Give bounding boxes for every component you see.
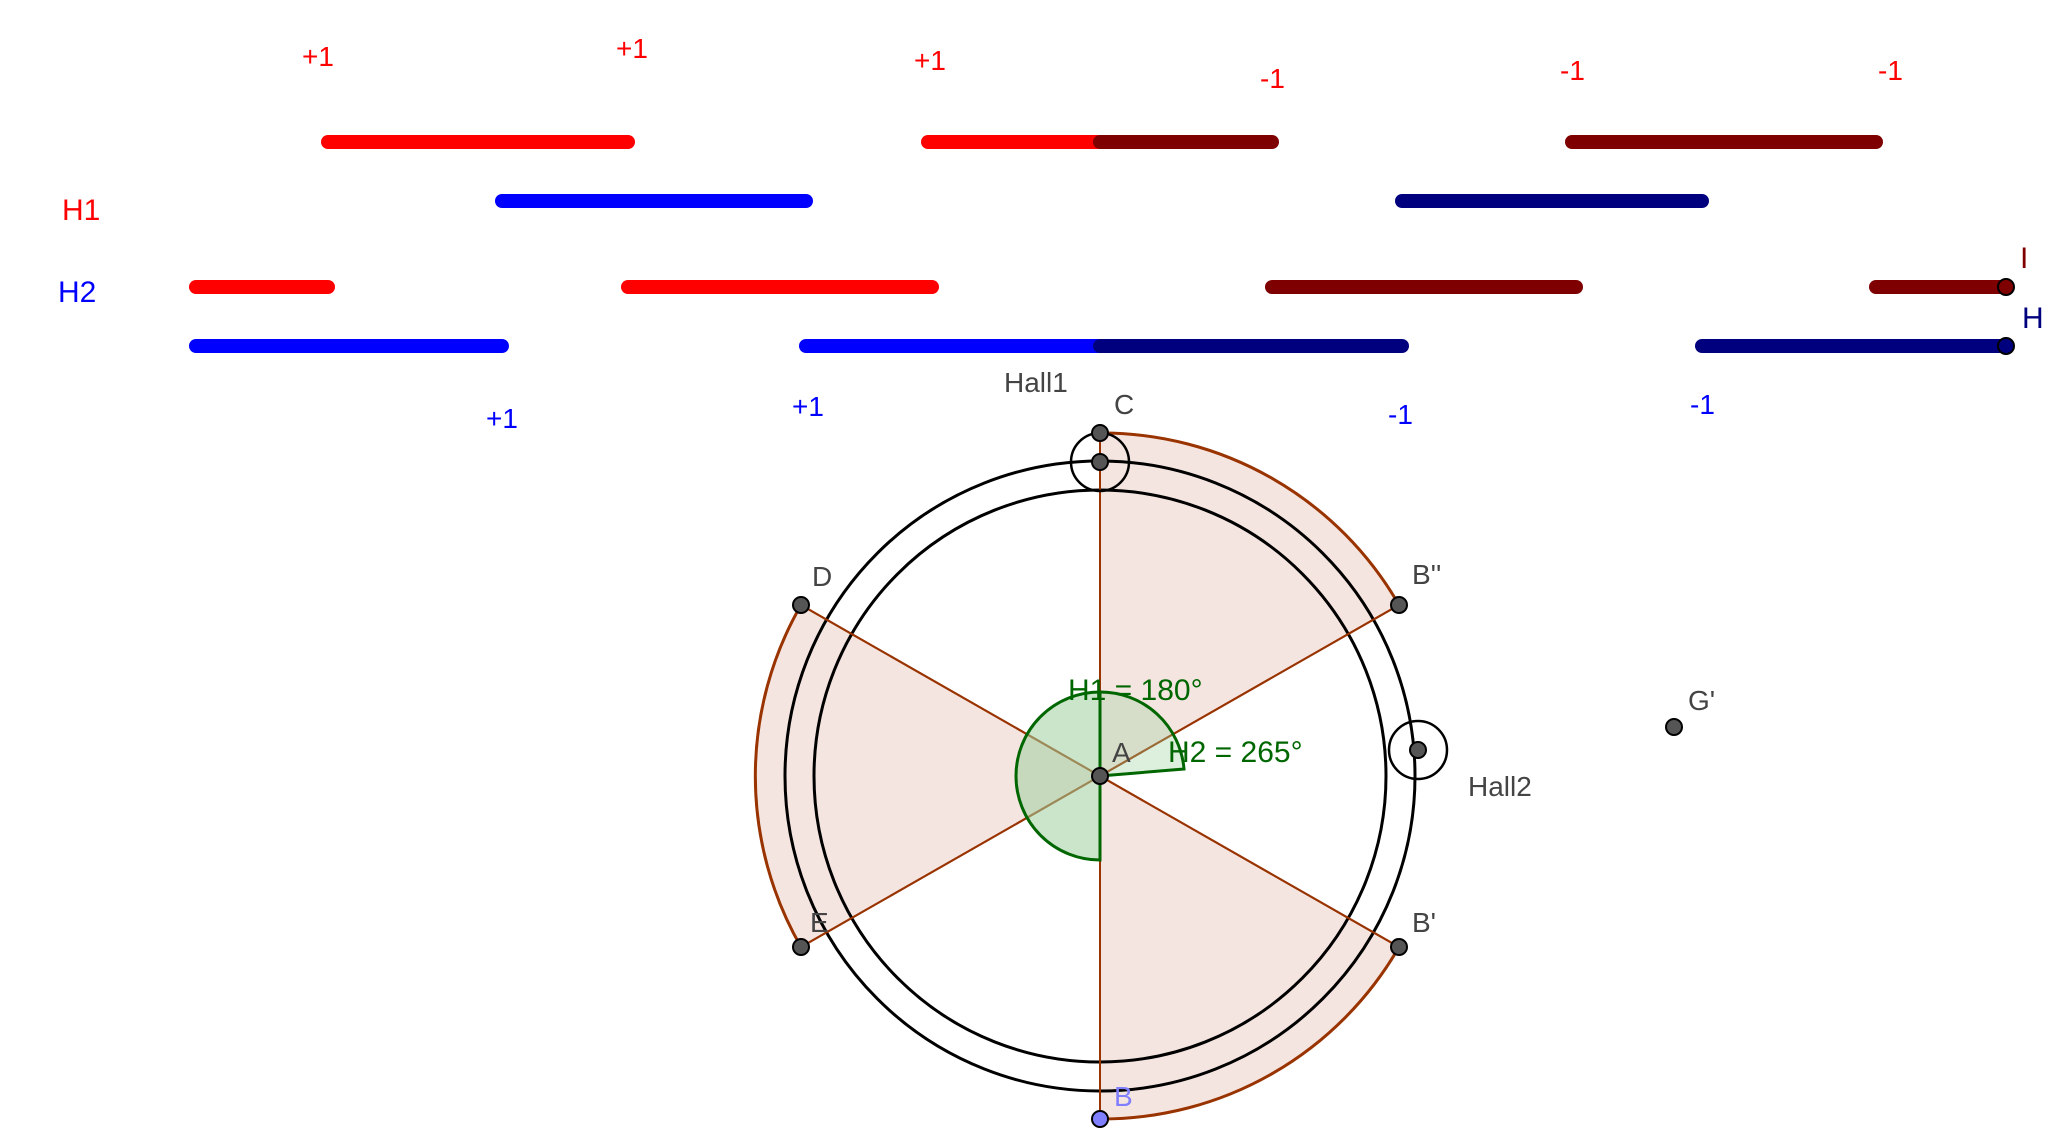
top-label-5: -1 xyxy=(1560,55,1585,86)
bottom-label-2: +1 xyxy=(792,391,824,422)
bottom-label-3: -1 xyxy=(1388,399,1413,430)
point-i[interactable] xyxy=(1997,278,2015,296)
point-a[interactable] xyxy=(1091,767,1109,785)
top-label-2: +1 xyxy=(616,33,648,64)
point-d[interactable] xyxy=(792,596,810,614)
point-b-prime[interactable] xyxy=(1390,938,1408,956)
angle-h2-marker xyxy=(1098,690,1186,778)
angle-h1-marker xyxy=(1014,690,1102,862)
point-g-prime[interactable] xyxy=(1665,718,1683,736)
point-b[interactable] xyxy=(1091,1110,1109,1128)
top-label-3: +1 xyxy=(914,45,946,76)
arc-d-e xyxy=(753,604,803,948)
end-label-i: I xyxy=(2020,242,2028,275)
radius-a-bprime xyxy=(1099,775,1400,948)
top-signal-labels: +1 +1 +1 -1 -1 -1 xyxy=(302,33,1903,94)
label-hall1: Hall1 xyxy=(1004,367,1068,398)
top-label-4: -1 xyxy=(1260,63,1285,94)
label-g-prime: G' xyxy=(1688,685,1715,716)
label-e: E xyxy=(810,907,829,938)
label-a: A xyxy=(1112,737,1131,768)
signal-bars xyxy=(189,135,2015,355)
bottom-label-4: -1 xyxy=(1690,389,1715,420)
point-c[interactable] xyxy=(1091,424,1109,442)
angle-label-h2: H2 = 265° xyxy=(1168,736,1303,769)
row-label-h1: H1 xyxy=(62,194,100,227)
row-label-h2: H2 xyxy=(58,276,96,309)
arc-bprime-b xyxy=(1099,946,1401,1121)
bottom-label-1: +1 xyxy=(486,403,518,434)
hall2-sensor-ring xyxy=(1387,719,1449,781)
point-hall1[interactable] xyxy=(1091,453,1109,471)
label-d: D xyxy=(812,561,832,592)
top-label-6: -1 xyxy=(1878,55,1903,86)
point-h[interactable] xyxy=(1997,337,2015,355)
angle-label-h1: H1 = 180° xyxy=(1068,674,1203,707)
top-label-1: +1 xyxy=(302,41,334,72)
motor-diagram xyxy=(753,424,1683,1128)
point-b-double-prime[interactable] xyxy=(1390,596,1408,614)
label-hall2: Hall2 xyxy=(1468,771,1532,802)
point-labels: A C D E B'' B' B G' xyxy=(810,389,1715,1112)
radius-a-bdoubleprime xyxy=(1099,604,1400,777)
point-e[interactable] xyxy=(792,938,810,956)
label-b: B xyxy=(1114,1081,1133,1112)
label-b-double-prime: B'' xyxy=(1412,559,1441,590)
arc-c-bdoubleprime xyxy=(1099,431,1401,606)
bottom-signal-labels: +1 +1 -1 -1 xyxy=(486,389,1715,434)
point-hall2[interactable] xyxy=(1409,741,1427,759)
label-c: C xyxy=(1114,389,1134,420)
end-label-h: H xyxy=(2022,302,2044,335)
sector-bprime-b xyxy=(1099,774,1401,1121)
label-b-prime: B' xyxy=(1412,907,1436,938)
